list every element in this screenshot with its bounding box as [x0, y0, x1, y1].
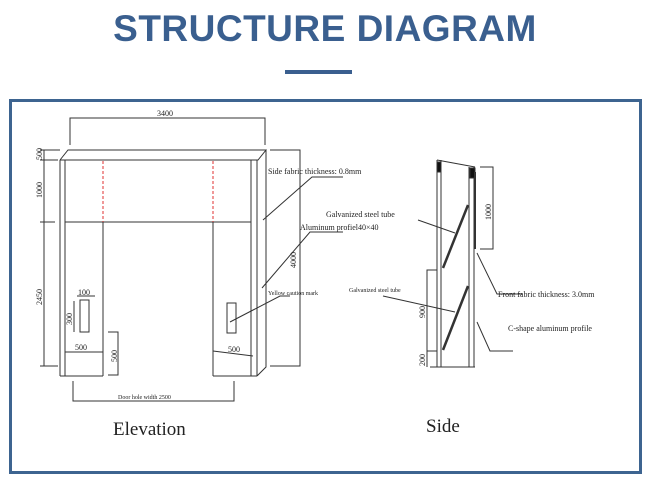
label-aluminum: Aluminum profiel40×40 [300, 223, 379, 232]
title-underline [285, 70, 352, 74]
side-dim-mid: 900 [418, 306, 427, 318]
label-yellow-mark: Yellow caution mark [268, 291, 318, 297]
label-c-shape: C-shape aluminum profile [508, 324, 592, 333]
label-tube-2: Galvanized steel tube [349, 288, 401, 294]
side-dim-bottom: 200 [418, 354, 427, 366]
dim-lower: 2450 [35, 289, 44, 305]
elevation-caption: Elevation [113, 419, 186, 440]
label-side-fabric: Side fabric thickness: 0.8mm [268, 167, 362, 176]
side-dim-top: 1000 [484, 204, 493, 220]
elevation-view [40, 117, 301, 402]
door-hole-label: Door hole width 2500 [118, 395, 171, 401]
dim-bottom: 500 [110, 350, 119, 362]
dim-post-right: 500 [228, 345, 240, 354]
dim-post-left: 500 [75, 343, 87, 352]
side-caption: Side [426, 416, 460, 437]
dim-band: 1000 [35, 182, 44, 198]
label-tube-1: Galvanized steel tube [326, 210, 395, 219]
dim-height: 4000 [289, 252, 298, 268]
side-view [426, 159, 494, 368]
dim-mark-w: 100 [78, 288, 90, 297]
dim-top: 500 [35, 148, 44, 160]
leader-lines [229, 176, 522, 352]
page-title: STRUCTURE DIAGRAM [113, 8, 537, 49]
diagram-frame [9, 99, 642, 474]
dim-width: 3400 [157, 109, 173, 118]
dim-mark-h: 300 [65, 313, 74, 325]
label-front-fabric: Front fabric thickness: 3.0mm [498, 290, 595, 299]
